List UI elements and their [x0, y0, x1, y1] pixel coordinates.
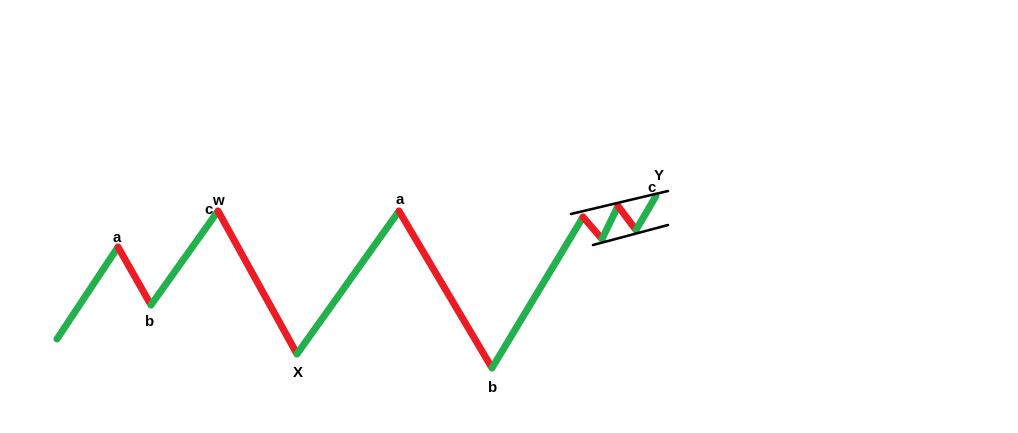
label-x: X	[293, 364, 303, 381]
leg-down-4	[579, 213, 606, 243]
label-first-b: b	[145, 313, 154, 330]
leg-up-4	[488, 213, 587, 372]
wave-labels: a b c w X a b c Y	[113, 167, 664, 396]
channel-upper-line	[569, 189, 670, 216]
wave-legs	[53, 192, 660, 372]
label-second-a: a	[396, 191, 405, 208]
leg-up-3	[293, 207, 403, 358]
channel-lower-line	[591, 223, 670, 247]
leg-down-2	[214, 207, 301, 358]
terminal-channel	[569, 189, 670, 247]
leg-up-1	[53, 243, 122, 343]
label-y: Y	[654, 167, 664, 184]
leg-down-3	[395, 207, 496, 372]
leg-down-1	[114, 243, 155, 309]
label-second-c: c	[648, 179, 656, 196]
label-first-c: c	[205, 201, 213, 218]
label-second-b: b	[488, 379, 497, 396]
leg-down-5	[614, 202, 640, 234]
label-first-a: a	[113, 229, 122, 246]
leg-up-6	[632, 192, 660, 234]
leg-up-2	[147, 207, 222, 309]
leg-up-5	[598, 202, 622, 243]
label-w: w	[212, 192, 225, 209]
